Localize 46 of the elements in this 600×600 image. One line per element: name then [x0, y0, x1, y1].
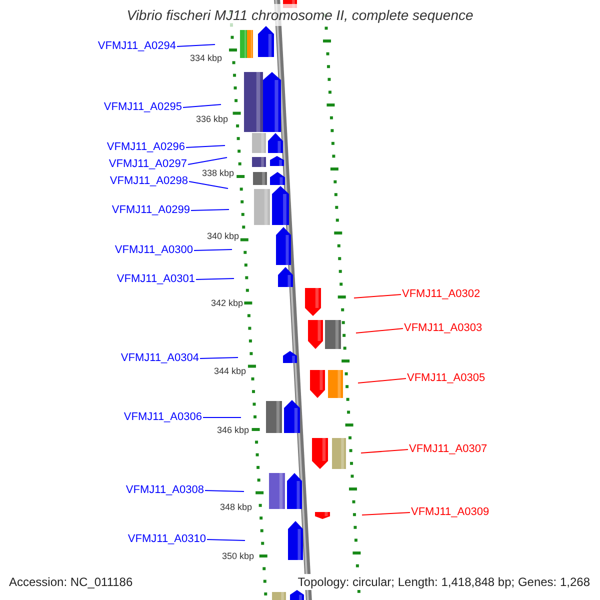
gene-label: VFMJ11_A0308: [126, 484, 204, 497]
gene-label: VFMJ11_A0310: [128, 533, 206, 546]
leader-line: [188, 157, 228, 165]
gene-label: VFMJ11_A0303: [404, 322, 482, 335]
gene-label: VFMJ11_A0302: [402, 288, 480, 301]
gene-label: VFMJ11_A0300: [114, 244, 193, 257]
leader-line: [186, 145, 226, 148]
gene-label: VFMJ11_A0309: [411, 506, 490, 519]
leader-line: [204, 490, 244, 492]
leader-line: [354, 294, 402, 298]
leader-line: [182, 104, 222, 108]
leader-line: [190, 209, 230, 211]
gene-label: VFMJ11_A0299: [112, 204, 190, 217]
leader-line: [362, 512, 410, 516]
leader-line: [200, 357, 238, 359]
leader-line: [360, 449, 408, 454]
footer-text: Accession: NC_011186: [9, 574, 133, 590]
scale-label: 344 kbp: [214, 366, 246, 376]
title: Vibrio fischeri MJ11 chromosome II, complete sequence: [126, 7, 474, 23]
scale-label: 340 kbp: [206, 231, 239, 241]
scale-label: 348 kbp: [220, 502, 252, 512]
gene-label: VFMJ11_A0297: [108, 158, 187, 171]
gene-label: VFMJ11_A0306: [124, 411, 202, 424]
leader-line: [206, 539, 246, 541]
scale-label: 346 kbp: [216, 425, 249, 435]
gene-label: VFMJ11_A0295: [104, 101, 182, 114]
leader-line: [196, 278, 234, 280]
gene-label: VFMJ11_A0307: [409, 443, 488, 456]
scale-label: 338 kbp: [202, 168, 234, 178]
scale-label: 334 kbp: [190, 53, 222, 63]
leader-line: [188, 181, 228, 189]
footer-text: Topology: circular; Length: 1,418,848 bp; Genes: 1,268: [298, 574, 590, 590]
leader-line: [356, 328, 404, 334]
scale-label: 342 kbp: [210, 298, 243, 308]
gene-label: VFMJ11_A0294: [98, 40, 176, 53]
gene-label: VFMJ11_A0305: [407, 372, 486, 385]
leader-line: [176, 44, 216, 47]
leader-line: [358, 378, 406, 384]
leader-line: [202, 417, 242, 418]
gene-label: VFMJ11_A0304: [120, 352, 199, 365]
scale-label: 350 kbp: [222, 551, 254, 561]
gene-label: VFMJ11_A0301: [116, 273, 195, 286]
gene-label: VFMJ11_A0296: [106, 141, 185, 154]
gene-label: VFMJ11_A0298: [110, 175, 188, 188]
scale-label: 336 kbp: [196, 114, 228, 124]
leader-line: [194, 249, 232, 251]
